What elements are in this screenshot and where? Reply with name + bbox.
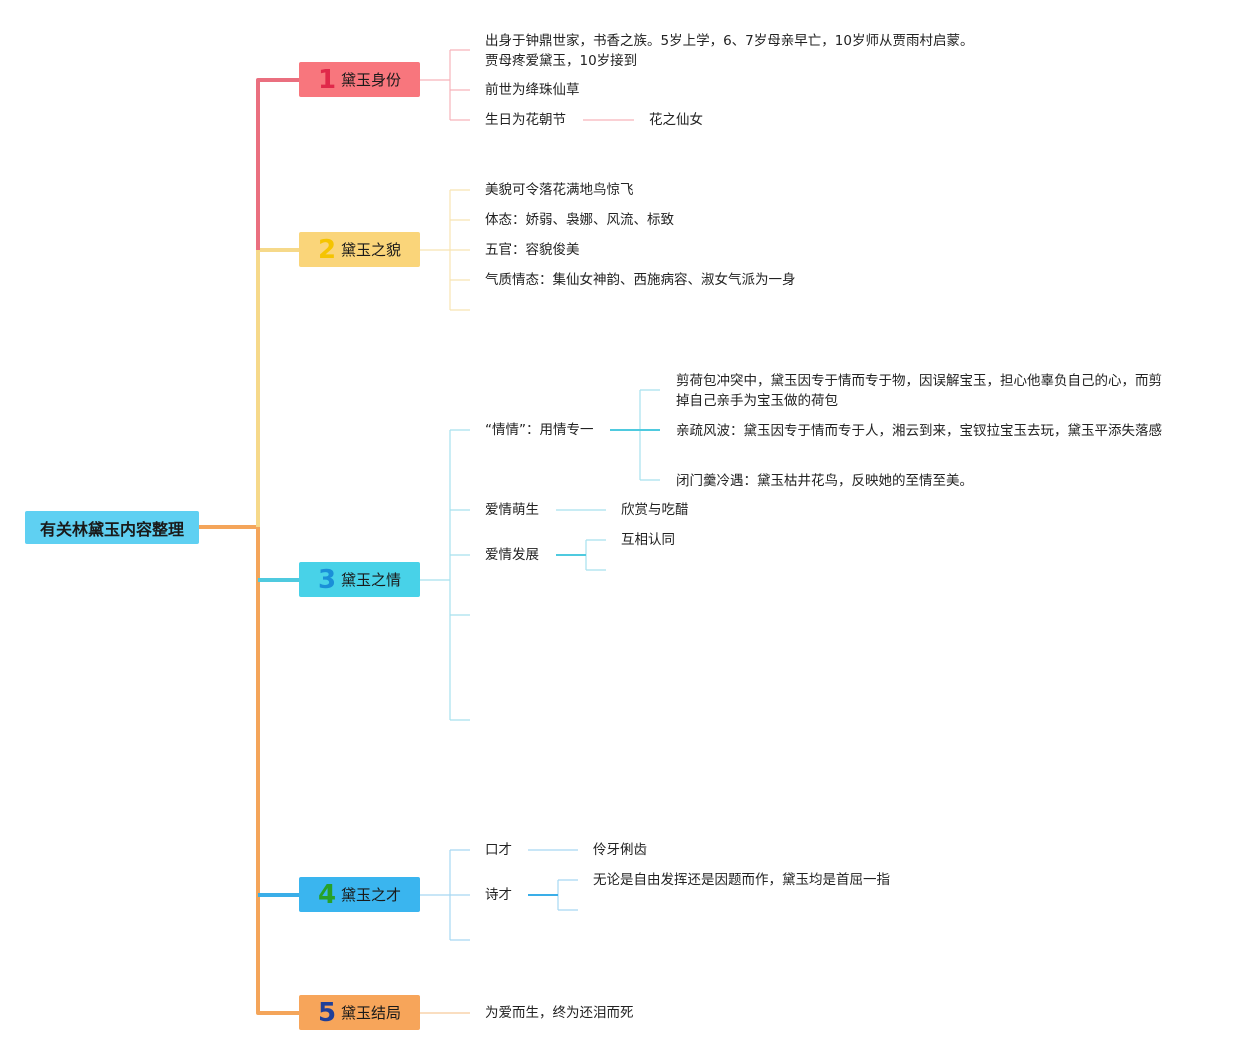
branch-label: 黛玉之貌 [341,241,402,259]
root-label: 有关林黛玉内容整理 [39,519,184,539]
topic-emotion-admire-jealous[interactable]: 欣赏与吃醋 [621,502,689,518]
topic-appearance-beauty[interactable]: 美貌可令落花满地鸟惊飞 [485,182,634,198]
topic-talent-sharp-tongue[interactable]: 伶牙俐齿 [593,842,647,858]
branch-node-emotion[interactable]: 3 黛玉之情 [299,562,420,597]
topic-appearance-posture[interactable]: 体态：娇弱、袅娜、风流、标致 [485,212,674,228]
number-4-icon: 4 [317,879,337,910]
topic-identity-birthday[interactable]: 生日为花朝节 [485,112,566,128]
topic-ending[interactable]: 为爱而生，终为还泪而死 [485,1005,634,1021]
topic-line: 出身于钟鼎世家，书香之族。5岁上学，6、7岁母亲早亡，10岁师从贾雨村启蒙。 [485,33,974,49]
topic-identity-family[interactable]: 出身于钟鼎世家，书香之族。5岁上学，6、7岁母亲早亡，10岁师从贾雨村启蒙。 贾… [485,31,973,71]
branch-node-ending[interactable]: 5 黛玉结局 [299,995,420,1030]
topic-talent-eloquence[interactable]: 口才 [485,842,512,858]
number-3-icon: 3 [317,564,337,595]
branch-label: 黛玉之才 [341,886,402,904]
branch-node-talent[interactable]: 4 黛玉之才 [299,877,420,912]
branch-label: 黛玉身份 [341,71,402,89]
number-5-icon: 5 [317,997,337,1028]
topic-talent-poetry-detail[interactable]: 无论是自由发挥还是因题而作，黛玉均是首屈一指 [593,872,890,888]
root-node[interactable]: 有关林黛玉内容整理 [25,511,199,544]
number-2-icon: 2 [317,234,337,265]
topic-talent-poetry[interactable]: 诗才 [485,887,512,903]
topic-emotion-purse-conflict[interactable]: 剪荷包冲突中，黛玉因专于情而专于物，因误解宝玉，担心他辜负自己的心，而剪掉自己亲… [676,373,1162,409]
topic-appearance-features[interactable]: 五官：容貌俊美 [485,242,580,258]
topic-emotion-love-sprouting[interactable]: 爱情萌生 [485,502,539,518]
topic-appearance-temperament[interactable]: 气质情态：集仙女神韵、西施病容、淑女气派为一身 [485,272,796,288]
topic-emotion-cold-reception[interactable]: 闭门羹冷遇：黛玉枯井花鸟，反映她的至情至美。 [676,473,973,489]
branch-node-identity[interactable]: 1 黛玉身份 [299,62,420,97]
topic-emotion-closeness[interactable]: 亲疏风波：黛玉因专于情而专于人，湘云到来，宝钗拉宝玉去玩，黛玉平添失落感 [676,423,1162,439]
topic-identity-past-life[interactable]: 前世为绛珠仙草 [485,82,580,98]
number-1-icon: 1 [317,64,337,95]
topic-line: 贾母疼爱黛玉，10岁接到 [485,53,638,69]
topic-emotion-love-development[interactable]: 爱情发展 [485,547,539,563]
branch-node-appearance[interactable]: 2 黛玉之貌 [299,232,420,267]
branch-label: 黛玉结局 [341,1004,402,1022]
topic-emotion-devotion[interactable]: “情情”：用情专一 [485,422,594,438]
topic-emotion-mutual-recognition[interactable]: 互相认同 [621,532,675,548]
branch-label: 黛玉之情 [341,571,402,589]
topic-identity-flower-fairy[interactable]: 花之仙女 [649,112,703,128]
